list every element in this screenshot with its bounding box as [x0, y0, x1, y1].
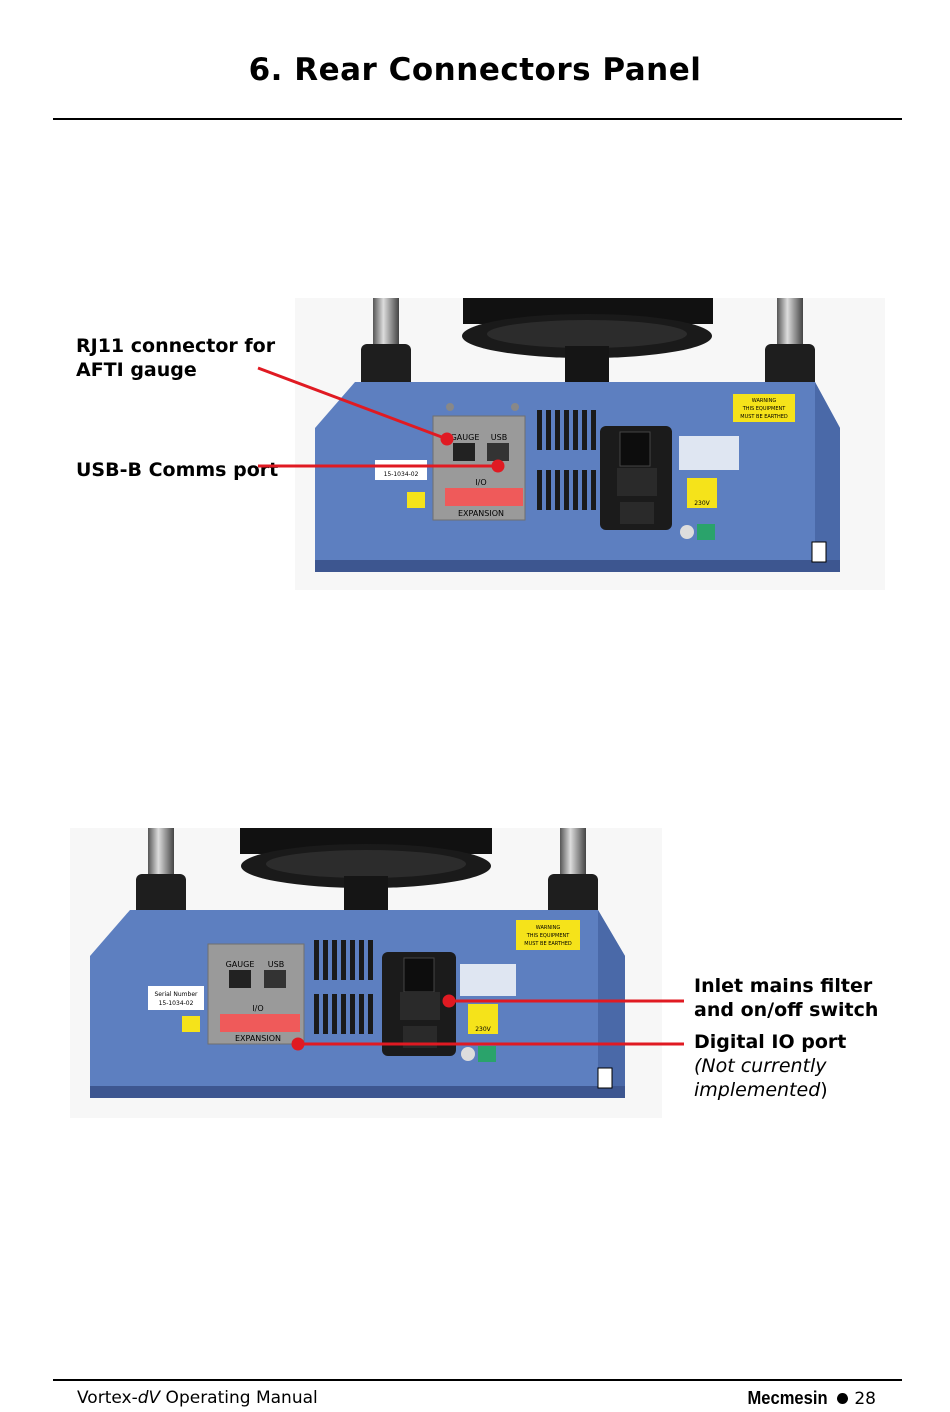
warning-line1-2: WARNING — [536, 925, 561, 931]
expansion-label: EXPANSION — [458, 509, 504, 518]
io-callout-dot — [291, 1037, 305, 1051]
usb-port-2 — [264, 970, 286, 988]
rj11-callout-line — [257, 366, 448, 441]
usb-port — [487, 443, 509, 461]
serial-number: 15-1034-02 — [384, 471, 419, 478]
page-number: 28 — [854, 1388, 876, 1409]
voltage-label-2: 230V — [475, 1026, 491, 1033]
rj11-callout-label: RJ11 connector for AFTI gauge — [76, 335, 276, 381]
warning-line2-2: THIS EQUIPMENT — [526, 933, 571, 939]
expansion-port — [445, 488, 523, 506]
rj11-callout-dot — [440, 432, 454, 446]
gauge-label: GAUGE — [451, 433, 480, 442]
rear-panel-photo-1: GAUGE USB I/O EXPANSION 15-1034-02 WARNI… — [295, 298, 885, 590]
voltage-warning-icon-2 — [468, 1004, 498, 1034]
serial-number-2: 15-1034-02 — [159, 1000, 194, 1007]
footer-brand-page: Mecmesin 28 — [744, 1388, 876, 1409]
voltage-warning-icon — [687, 478, 717, 508]
warning-line3: MUST BE EARTHED — [740, 414, 788, 420]
voltage-label: 230V — [694, 500, 710, 507]
expansion-label-2: EXPANSION — [235, 1034, 281, 1043]
brand-logo: Mecmesin — [747, 1388, 828, 1408]
footer-manual-title: Vortex-dV Operating Manual — [77, 1388, 318, 1408]
io-label: I/O — [475, 478, 486, 487]
footer-rule — [53, 1379, 902, 1381]
warning-line2: THIS EQUIPMENT — [742, 406, 787, 412]
bullet-dot-icon — [837, 1393, 849, 1404]
weee-icon — [811, 541, 827, 563]
inlet-callout-dot — [442, 994, 456, 1008]
usb-label: USB — [491, 433, 507, 442]
inlet-callout-label: Inlet mains filter and on/off switch — [694, 975, 879, 1021]
page-title: 6. Rear Connectors Panel — [248, 52, 702, 88]
io-callout-label: Digital IO port (Not currently implement… — [694, 1031, 847, 1101]
rj11-port-2 — [229, 970, 251, 988]
usb-label-2: USB — [268, 960, 284, 969]
serial-heading-2: Serial Number — [155, 991, 199, 998]
warning-line3-2: MUST BE EARTHED — [524, 941, 572, 947]
weee-icon-2 — [597, 1067, 613, 1089]
io-label-2: I/O — [252, 1004, 263, 1013]
usb-callout-label: USB-B Comms port — [76, 459, 279, 481]
gauge-label-2: GAUGE — [226, 960, 255, 969]
warning-line1: WARNING — [752, 398, 777, 404]
rj11-port — [453, 443, 475, 461]
expansion-port-2 — [220, 1014, 300, 1032]
rear-panel-photo-2: GAUGE USB I/O EXPANSION Serial Number 15… — [70, 828, 662, 1118]
usb-callout-dot — [491, 459, 505, 473]
title-rule — [53, 118, 902, 120]
